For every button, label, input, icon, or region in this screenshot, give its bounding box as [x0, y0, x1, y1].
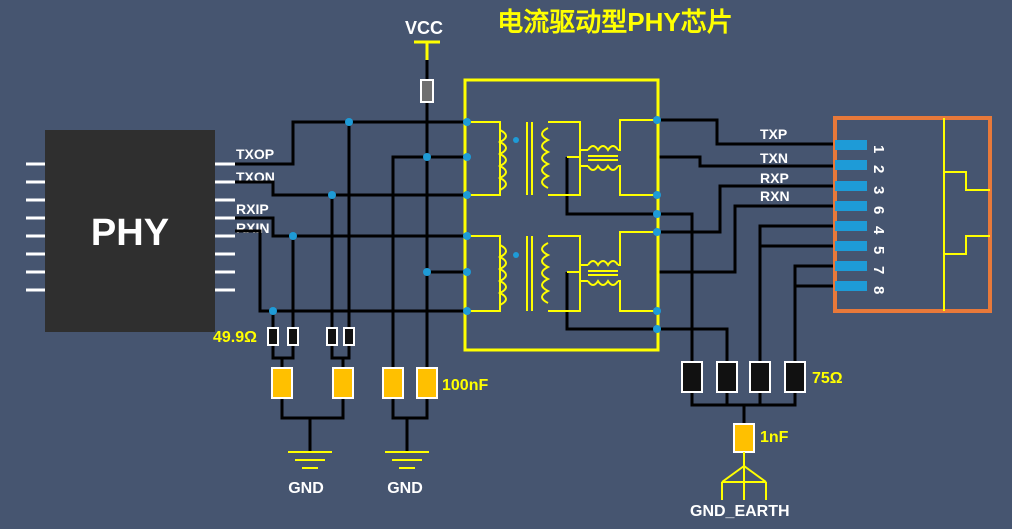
rj45-pins	[835, 140, 867, 291]
gnd-mid-label: GND	[387, 480, 423, 497]
pin-number: 8	[870, 286, 887, 294]
pin-number: 1	[870, 145, 887, 153]
phy-chip-label: PHY	[91, 212, 169, 254]
rxn-label: RXN	[760, 188, 790, 204]
pin-number: 4	[870, 226, 887, 235]
rxip-label: RXIP	[236, 201, 269, 217]
bob-cap-value: 1nF	[760, 429, 789, 446]
pin-number: 5	[870, 246, 887, 254]
termination-resistors	[267, 327, 355, 346]
rj45-connector	[833, 116, 992, 313]
earth-label: GND_EARTH	[690, 503, 790, 520]
ground-mid-symbol	[385, 451, 429, 469]
txp-label: TXP	[760, 126, 787, 142]
bob-resistor-value: 75Ω	[812, 370, 843, 387]
ground-left-symbol	[288, 451, 332, 469]
ferrite-bead	[420, 79, 434, 103]
vcc-label: VCC	[405, 18, 443, 38]
diagram-title: 电流驱动型PHY芯片	[497, 7, 732, 37]
capacitors	[271, 367, 438, 399]
pin-number: 2	[870, 165, 887, 173]
rxin-label: RXIN	[236, 220, 269, 236]
gnd-left-label: GND	[288, 480, 324, 497]
bob-resistors	[681, 361, 806, 393]
pin-number: 7	[870, 266, 887, 274]
pin-numbers: 1 2 3 6 4 5 7 8	[870, 145, 887, 294]
tx-transformer	[467, 119, 657, 196]
txn-label: TXN	[760, 150, 788, 166]
vcc-symbol: VCC	[405, 18, 443, 60]
earth-symbol	[721, 452, 767, 500]
magnetics-module	[463, 78, 660, 352]
phy-chip: PHY	[26, 130, 235, 332]
rx-transformer	[467, 231, 657, 312]
pin-number: 6	[870, 206, 887, 214]
pin-number: 3	[870, 186, 887, 194]
wires	[235, 45, 835, 452]
termination-resistor-value: 49.9Ω	[213, 329, 257, 346]
bob-capacitor	[733, 423, 755, 453]
rxp-label: RXP	[760, 170, 789, 186]
txop-label: TXOP	[236, 146, 274, 162]
bypass-cap-value: 100nF	[442, 377, 488, 394]
junction-dots	[269, 116, 661, 333]
